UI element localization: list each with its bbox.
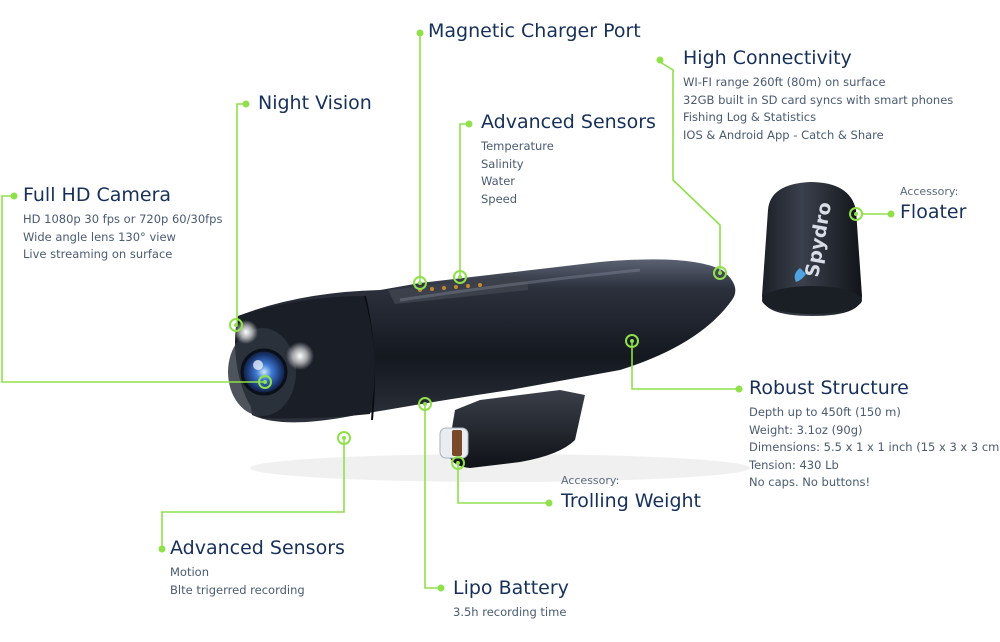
feature-item: Fishing Log & Statistics: [683, 110, 817, 124]
feature-item: Salinity: [481, 156, 524, 171]
feature-item: Water: [481, 174, 515, 188]
feature-item: Speed: [481, 191, 518, 206]
feature-item: Motion: [170, 565, 209, 579]
callout-title: Magnetic Charger Port: [428, 20, 641, 42]
camera-shadow: [250, 454, 750, 482]
feature-item: Depth up to 450ft (150 m): [749, 405, 901, 419]
feature-list: 3.5h recording time: [453, 604, 569, 622]
callout-floater: Accessory: Floater: [900, 184, 966, 224]
feature-item: Temperature: [481, 139, 554, 153]
accessory-prefix: Accessory:: [561, 474, 620, 487]
feature-item: No caps. No buttons!: [749, 475, 871, 489]
feature-item: Live streaming on surface: [23, 247, 173, 261]
feature-item: Weight: 3.1oz (90g): [749, 422, 863, 437]
night-vision-led: [286, 342, 314, 370]
feature-list: Depth up to 450ft (150 m) Weight: 3.1oz …: [749, 404, 1000, 492]
feature-item: HD 1080p 30 fps or 720p 60/30fps: [23, 212, 223, 226]
camera-lens: [240, 348, 288, 396]
feature-list: WI-FI range 260ft (80m) on surface 32GB …: [683, 74, 953, 144]
callout-title: High Connectivity: [683, 47, 852, 69]
feature-list: Temperature Salinity Water Speed: [481, 138, 656, 208]
callout-trolling-weight: Accessory: Trolling Weight: [561, 473, 701, 513]
leader-lines: [1, 33, 890, 589]
callout-full-hd-camera: Full HD Camera HD 1080p 30 fps or 720p 6…: [23, 183, 222, 264]
callout-magnetic-charger-port: Magnetic Charger Port: [428, 19, 641, 43]
feature-list: HD 1080p 30 fps or 720p 60/30fps Wide an…: [23, 211, 222, 264]
callout-lipo-battery: Lipo Battery 3.5h recording time: [453, 576, 569, 622]
callout-title: Lipo Battery: [453, 577, 569, 599]
callout-title: Advanced Sensors: [481, 111, 656, 133]
sensor-pad: [388, 276, 528, 304]
feature-item: Dimensions: 5.5 x 1 x 1 inch (15 x 3 x 3…: [749, 440, 1000, 454]
callout-title: Floater: [900, 201, 967, 223]
feature-item: Blte trigerred recording: [170, 582, 305, 597]
callout-advanced-sensors-top: Advanced Sensors Temperature Salinity Wa…: [481, 110, 656, 208]
callout-title: Robust Structure: [749, 377, 909, 399]
feature-item: 32GB built in SD card syncs with smart p…: [683, 92, 954, 107]
callout-high-connectivity: High Connectivity WI-FI range 260ft (80m…: [683, 46, 953, 144]
callout-title: Advanced Sensors: [170, 537, 345, 559]
accessory-prefix: Accessory:: [900, 185, 959, 198]
callout-robust-structure: Robust Structure Depth up to 450ft (150 …: [749, 376, 1000, 492]
feature-item: Tension: 430 Lb: [749, 457, 839, 472]
callout-title: Night Vision: [258, 92, 372, 114]
feature-item: Wide angle lens 130° view: [23, 229, 176, 244]
label-dots: [10, 29, 895, 592]
callout-advanced-sensors-bottom: Advanced Sensors Motion Blte trigerred r…: [170, 536, 345, 599]
feature-item: WI-FI range 260ft (80m) on surface: [683, 75, 886, 89]
feature-item: IOS & Android App - Catch & Share: [683, 127, 884, 142]
feature-item: 3.5h recording time: [453, 605, 567, 619]
target-markers: [229, 207, 863, 470]
callout-title: Full HD Camera: [23, 184, 172, 206]
callout-title: Trolling Weight: [561, 490, 702, 512]
trolling-weight-clip: [439, 390, 585, 468]
feature-list: Motion Blte trigerred recording: [170, 564, 345, 599]
floater-accessory: Spydro: [762, 182, 862, 316]
callout-night-vision: Night Vision: [258, 91, 372, 115]
